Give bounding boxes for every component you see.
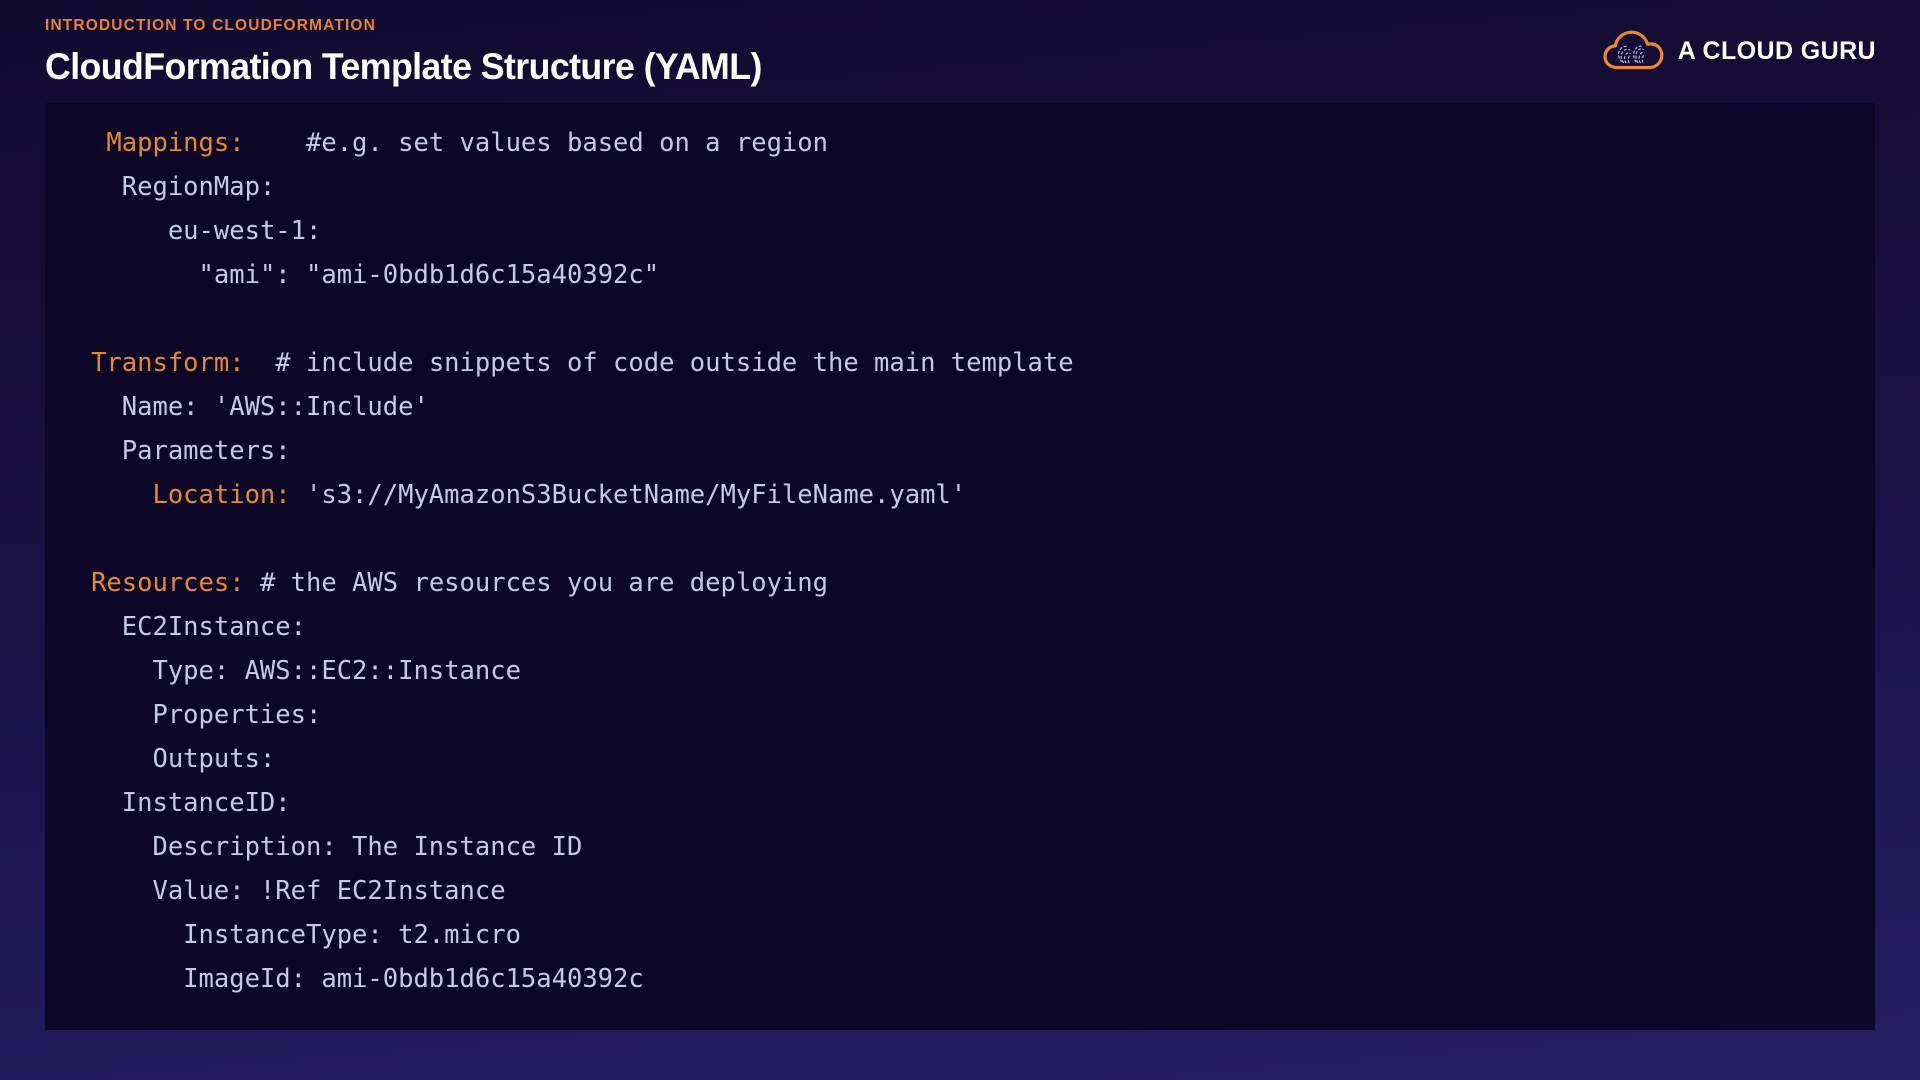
code-line: Outputs: [45, 737, 1875, 781]
code-text-token: InstanceType: t2.micro [183, 920, 521, 950]
code-indent [45, 348, 91, 378]
code-text-token: Type: AWS::EC2::Instance [152, 656, 521, 686]
code-indent [45, 480, 152, 510]
code-text-token: Parameters: [121, 436, 291, 466]
code-indent [45, 788, 122, 818]
code-indent [45, 920, 183, 950]
code-line: ImageId: ami-0bdb1d6c15a40392c [45, 957, 1875, 1001]
code-text-token: Outputs: [152, 744, 276, 774]
code-indent [45, 612, 122, 642]
code-line [45, 297, 1875, 341]
code-line: EC2Instance: [45, 605, 1875, 649]
code-indent [45, 568, 91, 598]
code-line: Name: 'AWS::Include' [45, 385, 1875, 429]
code-indent [45, 172, 122, 202]
code-indent [45, 656, 152, 686]
code-text-token: # the AWS resources you are deploying [244, 568, 828, 598]
code-line [45, 517, 1875, 561]
slide-eyebrow: INTRODUCTION TO CLOUDFORMATION [45, 17, 376, 34]
code-key-token: Location: [152, 480, 291, 510]
code-block: Mappings: #e.g. set values based on a re… [45, 121, 1875, 1001]
code-indent [45, 876, 152, 906]
code-line: Description: The Instance ID [45, 825, 1875, 869]
code-line: Parameters: [45, 429, 1875, 473]
code-line: Mappings: #e.g. set values based on a re… [45, 121, 1875, 165]
code-line: Location: 's3://MyAmazonS3BucketName/MyF… [45, 473, 1875, 517]
code-indent [45, 392, 122, 422]
code-text-token: EC2Instance: [121, 612, 306, 642]
code-line: eu-west-1: [45, 209, 1875, 253]
code-line: "ami": "ami-0bdb1d6c15a40392c" [45, 253, 1875, 297]
cloud-icon [1602, 29, 1664, 73]
code-text-token: InstanceID: [121, 788, 291, 818]
code-line: InstanceType: t2.micro [45, 913, 1875, 957]
code-text-token: ImageId: ami-0bdb1d6c15a40392c [183, 964, 644, 994]
code-text-token: 's3://MyAmazonS3BucketName/MyFileName.ya… [290, 480, 967, 510]
code-key-token: Resources: [91, 568, 245, 598]
code-text-token: Value: !Ref EC2Instance [152, 876, 506, 906]
code-line: Type: AWS::EC2::Instance [45, 649, 1875, 693]
code-indent [45, 832, 152, 862]
code-panel: Mappings: #e.g. set values based on a re… [45, 103, 1875, 1030]
code-text-token: RegionMap: [121, 172, 276, 202]
code-indent [45, 260, 199, 290]
code-text-token: eu-west-1: [167, 216, 322, 246]
code-indent [45, 216, 168, 246]
code-text-token: Name: 'AWS::Include' [121, 392, 429, 422]
code-line: Properties: [45, 693, 1875, 737]
code-text-token: "ami": "ami-0bdb1d6c15a40392c" [198, 260, 660, 290]
code-indent [45, 744, 152, 774]
code-line: RegionMap: [45, 165, 1875, 209]
code-line: Resources: # the AWS resources you are d… [45, 561, 1875, 605]
brand-name: A CLOUD GURU [1677, 36, 1876, 65]
code-indent [45, 964, 183, 994]
code-text-token: # include snippets of code outside the m… [244, 348, 1074, 378]
slide-header: INTRODUCTION TO CLOUDFORMATION CloudForm… [0, 0, 1920, 103]
code-text-token: Properties: [152, 700, 322, 730]
page-title: CloudFormation Template Structure (YAML) [45, 45, 762, 87]
code-text-token: #e.g. set values based on a region [244, 128, 828, 158]
code-line: InstanceID: [45, 781, 1875, 825]
code-indent [45, 700, 152, 730]
code-indent [45, 436, 122, 466]
code-key-token: Mappings: [106, 128, 245, 158]
code-text-token: Description: The Instance ID [152, 832, 583, 862]
code-key-token: Transform: [91, 348, 245, 378]
code-line: Value: !Ref EC2Instance [45, 869, 1875, 913]
brand-logo: A CLOUD GURU [1602, 29, 1876, 73]
code-indent [45, 128, 106, 158]
code-line: Transform: # include snippets of code ou… [45, 341, 1875, 385]
